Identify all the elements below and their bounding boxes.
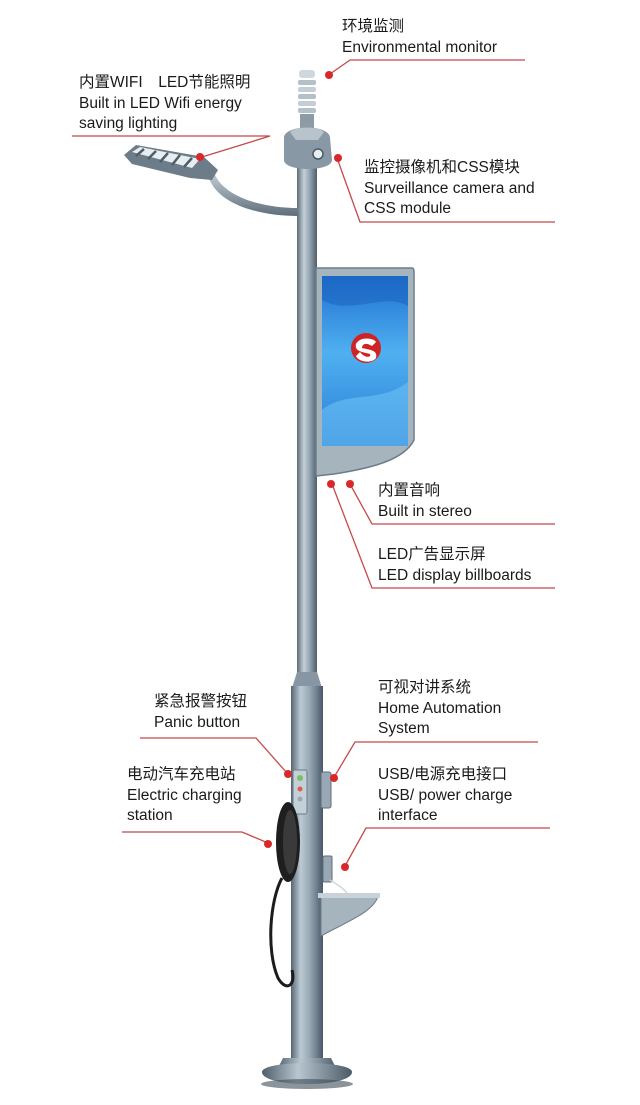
callout-ev-charging: 电动汽车充电站 Electric charging station	[127, 765, 242, 827]
callout-dot-usb	[341, 863, 349, 871]
callout-ev-charging-zh: 电动汽车充电站	[127, 766, 236, 783]
callout-stereo-en: Built in stereo	[378, 502, 472, 520]
callout-billboard: LED广告显示屏 LED display billboards	[378, 545, 531, 586]
callout-dot-billboard	[327, 480, 335, 488]
pole-collar	[292, 672, 322, 688]
callout-intercom-zh: 可视对讲系统	[378, 679, 472, 696]
callout-line-billboard	[331, 483, 555, 589]
callout-camera-zh: 监控摄像机和CSS模块	[364, 159, 520, 176]
lower-pole	[291, 686, 323, 1062]
callout-billboard-en: LED display billboards	[378, 566, 532, 584]
callout-camera-en-1: Surveillance camera and	[364, 179, 535, 197]
panic-button-panel	[292, 769, 308, 815]
callout-dot-stereo	[346, 480, 354, 488]
callout-stereo: 内置音响 Built in stereo	[378, 481, 472, 522]
device-shelf	[320, 895, 379, 937]
callout-line-intercom	[332, 741, 538, 780]
panic-button	[297, 775, 303, 781]
callout-panic-en: Panic button	[154, 713, 241, 731]
callout-camera: 监控摄像机和CSS模块 Surveillance camera and CSS …	[364, 158, 535, 220]
callout-camera-en-2: CSS module	[364, 200, 452, 217]
callout-stereo-zh: 内置音响	[378, 482, 441, 499]
callout-usb-en-1: USB/ power charge	[378, 786, 513, 804]
callout-line-camera	[336, 157, 555, 223]
callout-line-stereo	[349, 483, 555, 525]
callout-intercom: 可视对讲系统 Home Automation System	[378, 678, 501, 740]
callout-line-env-monitor	[329, 59, 525, 75]
billboard-device	[315, 267, 415, 477]
lamp-arm	[206, 170, 298, 216]
callout-dot-env-monitor	[325, 71, 333, 79]
callout-dot-camera	[334, 154, 342, 162]
callout-intercom-en-1: Home Automation	[378, 699, 502, 717]
callout-dot-intercom	[330, 774, 338, 782]
callout-panic-zh: 紧急报警按钮	[154, 693, 248, 710]
callout-dot-panic	[284, 770, 292, 778]
callout-line-ev-charging	[122, 831, 269, 844]
callout-dot-led-light	[196, 153, 204, 161]
callout-led-light-en-2: saving lighting	[79, 115, 178, 132]
callout-env-monitor-zh: 环境监测	[342, 18, 405, 35]
callout-intercom-en-2: System	[378, 720, 430, 737]
callout-env-monitor-en: Environmental monitor	[342, 38, 498, 56]
callout-ev-charging-en-2: station	[127, 807, 173, 824]
callout-led-light-zh: 内置WIFI LED节能照明	[79, 74, 251, 91]
usb-port-box	[322, 855, 333, 883]
pole-foot-shadow	[261, 1079, 353, 1089]
callout-lines	[72, 59, 555, 867]
camera-module-device	[284, 127, 332, 169]
street-pole	[261, 158, 353, 1089]
callout-line-panic	[140, 737, 288, 774]
pole-foot	[262, 1063, 352, 1084]
callout-line-usb	[344, 827, 550, 867]
callout-led-light: 内置WIFI LED节能照明 Built in LED Wifi energy …	[79, 73, 250, 135]
lamp-assembly	[124, 145, 298, 216]
ev-charger-cable	[269, 877, 295, 988]
callout-dot-ev-charging	[264, 840, 272, 848]
intercom-box	[320, 771, 332, 809]
callout-env-monitor: 环境监测 Environmental monitor	[342, 17, 497, 58]
upper-pole	[297, 158, 317, 678]
lower-devices	[269, 769, 380, 988]
callout-billboard-zh: LED广告显示屏	[378, 546, 486, 563]
environmental-monitor-device	[298, 70, 316, 128]
callout-usb: USB/电源充电接口 USB/ power charge interface	[378, 765, 512, 827]
callout-line-led-light	[72, 135, 271, 158]
camera-lens	[312, 148, 324, 160]
callout-led-light-en-1: Built in LED Wifi energy	[79, 94, 242, 112]
callout-panic: 紧急报警按钮 Panic button	[154, 692, 247, 733]
callout-usb-en-2: interface	[378, 807, 438, 824]
callout-usb-zh: USB/电源充电接口	[378, 766, 508, 783]
callout-dots	[196, 71, 354, 871]
callout-ev-charging-en-1: Electric charging	[127, 786, 242, 804]
